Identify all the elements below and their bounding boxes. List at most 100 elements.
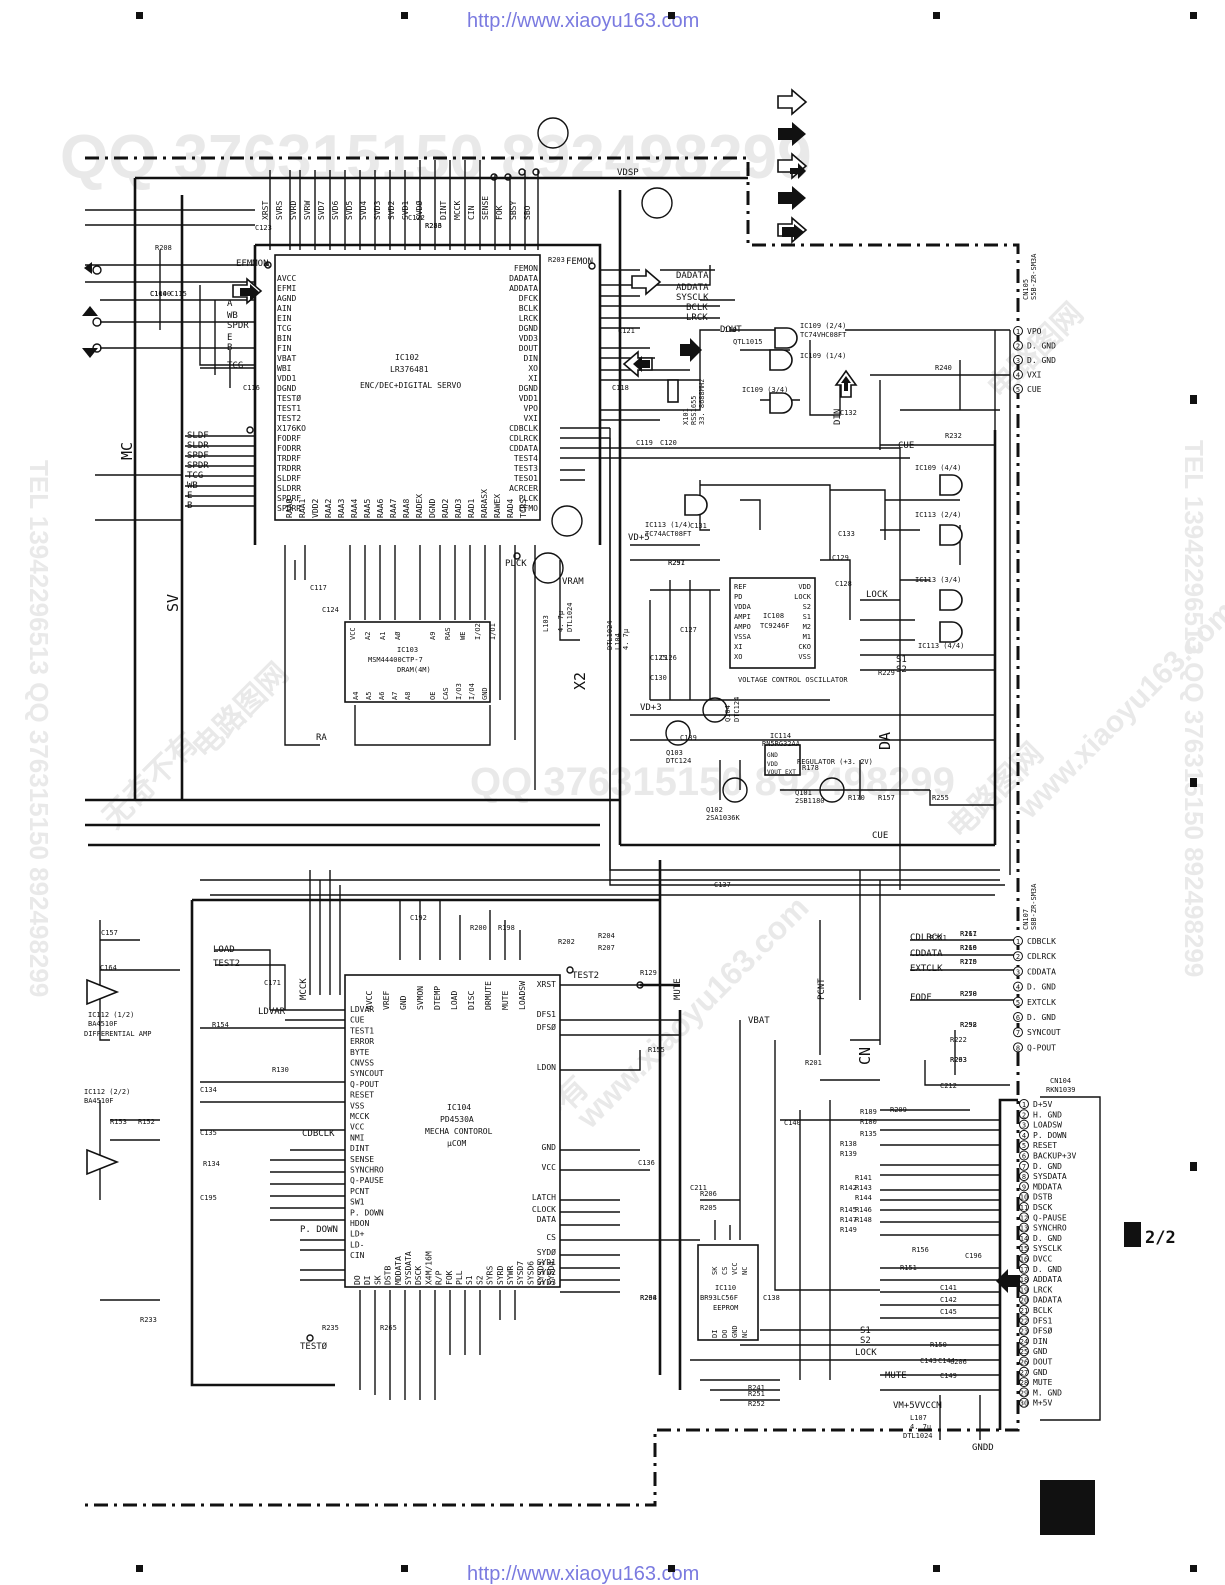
connector-pin xyxy=(1019,1325,1029,1336)
pin-label: FODRR xyxy=(277,444,301,453)
capacitor-ref: C145 xyxy=(940,1308,957,1316)
svg-text:CN: CN xyxy=(856,1047,874,1065)
svg-text:CN104: CN104 xyxy=(1050,1077,1071,1085)
resistor-ref: R206 xyxy=(700,1190,717,1198)
svg-text:FODF: FODF xyxy=(910,993,932,1003)
capacitor-ref: C136 xyxy=(638,1159,655,1167)
capacitor-ref: C195 xyxy=(200,1194,217,1202)
svg-text:QTL1015: QTL1015 xyxy=(733,338,763,346)
svg-text:TEST2: TEST2 xyxy=(213,959,240,969)
capacitor-ref: C164 xyxy=(100,964,117,972)
ic102-function: ENC/DEC+DIGITAL SERVO xyxy=(360,381,461,390)
connector-pin-label: SYSDATA xyxy=(1033,1172,1067,1181)
pin-label: AGND xyxy=(277,294,296,303)
connector-pin-label: DSTB xyxy=(1033,1193,1052,1202)
pin-label: AIN xyxy=(277,304,292,313)
pin-label: X4M/16M xyxy=(424,1251,433,1285)
svg-text:VOUT EXT: VOUT EXT xyxy=(767,769,796,776)
connector-pin xyxy=(1019,1274,1029,1285)
pin-label: VREF xyxy=(382,991,391,1010)
pin-label: RAD4 xyxy=(506,499,515,518)
pin-label: DGND xyxy=(428,499,437,518)
capacitor-ref: C140 xyxy=(784,1119,801,1127)
connector-pin-number: 7 xyxy=(1022,1163,1026,1171)
url-top[interactable]: http://www.xiaoyu163.com xyxy=(467,10,699,32)
capacitor-ref: C127 xyxy=(680,626,697,634)
pin-label: S2 xyxy=(803,603,811,611)
resistor-ref: R141 xyxy=(855,1174,872,1182)
svg-text:DTC124: DTC124 xyxy=(733,697,741,722)
ic108-part: TC9246F xyxy=(760,622,790,630)
pin-label: A1 xyxy=(379,632,387,640)
connector-pin-number: 5 xyxy=(1016,386,1020,394)
ic104-part: PD4530A xyxy=(440,1115,474,1124)
svg-text:S1: S1 xyxy=(896,655,907,665)
resistor-ref: R240 xyxy=(935,364,952,372)
pin-label: RAD1 xyxy=(467,499,476,518)
resistor-ref: R256 xyxy=(425,222,442,230)
resistor-ref: R139 xyxy=(840,1150,857,1158)
pin-label: XO xyxy=(734,653,742,661)
svg-text:SLDF: SLDF xyxy=(187,431,209,441)
svg-text:TC74VHC08FT: TC74VHC08FT xyxy=(800,331,847,339)
pin-label: TESO1 xyxy=(514,474,538,483)
pin-label: VDD1 xyxy=(277,374,296,383)
svg-text:MCCK: MCCK xyxy=(299,978,309,1000)
svg-text:IC112 (2/2): IC112 (2/2) xyxy=(84,1088,130,1096)
pin-label: RAA6 xyxy=(376,499,385,518)
ic114-ref: IC114 xyxy=(770,732,791,740)
svg-text:DTC124: DTC124 xyxy=(666,757,691,765)
connector-pin-label: D+5V xyxy=(1033,1100,1052,1109)
connector-pin-number: 1 xyxy=(1022,1101,1026,1109)
svg-text:PCNT: PCNT xyxy=(817,978,827,1000)
connector-pin-number: 30 xyxy=(1020,1400,1028,1408)
svg-text:EFMMON: EFMMON xyxy=(236,259,269,269)
connector-pin xyxy=(1019,1294,1029,1305)
pin-label: DGND xyxy=(519,324,538,333)
component-refs: R117R116R115R250R256R257R258R263R264R265… xyxy=(100,214,982,1408)
resistor-ref: R153 xyxy=(110,1118,127,1126)
pin-label: LDON xyxy=(537,1063,556,1072)
svg-text:CUE: CUE xyxy=(898,441,914,451)
svg-text:CDBCLK: CDBCLK xyxy=(302,1129,335,1139)
url-bottom[interactable]: http://www.xiaoyu163.com xyxy=(467,1563,699,1585)
connector-pin xyxy=(1019,1222,1029,1233)
connector-pin xyxy=(1013,966,1023,977)
svg-text:VDSP: VDSP xyxy=(617,168,639,178)
svg-text:DTL1024: DTL1024 xyxy=(566,602,574,632)
capacitor-ref: C135 xyxy=(200,1129,217,1137)
pin-label: LOAD xyxy=(450,991,459,1010)
resistor-ref: R115 xyxy=(960,958,977,966)
pin-label: XO xyxy=(528,364,538,373)
ic110-part: BR93LC56F xyxy=(700,1294,738,1302)
connector-pin-label: DFSØ xyxy=(1033,1326,1052,1336)
pin-label: SLDRR xyxy=(277,484,301,493)
svg-text:A: A xyxy=(227,299,233,309)
pin-label: AMPO xyxy=(734,623,751,631)
pin-label: CS xyxy=(721,1267,729,1275)
pin-label: CDBCLK xyxy=(509,424,538,433)
pin-label: DRMUTE xyxy=(484,981,493,1010)
svg-text:GNDD: GNDD xyxy=(972,1443,994,1453)
ic104-function2: µCOM xyxy=(447,1139,466,1148)
svg-text:RKN1039: RKN1039 xyxy=(1046,1086,1076,1094)
test-points xyxy=(92,117,673,1342)
svg-text:ADDATA: ADDATA xyxy=(676,283,709,293)
connector-pin xyxy=(1019,1335,1029,1346)
pin-label: SK xyxy=(711,1266,719,1275)
resistor-ref: R129 xyxy=(640,969,657,977)
connector-pin xyxy=(1019,1129,1029,1140)
connector-pin-label: D. GND xyxy=(1033,1265,1062,1274)
pin-label: I/O3 xyxy=(455,683,463,700)
pin-label: DISC xyxy=(467,991,476,1010)
pin-label: EIN xyxy=(277,314,292,323)
ic102-ref: IC102 xyxy=(395,353,419,362)
capacitor-ref: C120 xyxy=(660,439,677,447)
capacitor-ref: C125 xyxy=(650,654,667,662)
resistor-ref: R130 xyxy=(272,1066,289,1074)
pin-label: SYD3 xyxy=(537,1278,556,1287)
watermark-tel-right: TEL 13942296513 QQ 376315150 892498299 xyxy=(1179,440,1209,977)
ic103-function: DRAM(4M) xyxy=(397,666,431,674)
resistor-ref: R283 xyxy=(425,222,442,230)
